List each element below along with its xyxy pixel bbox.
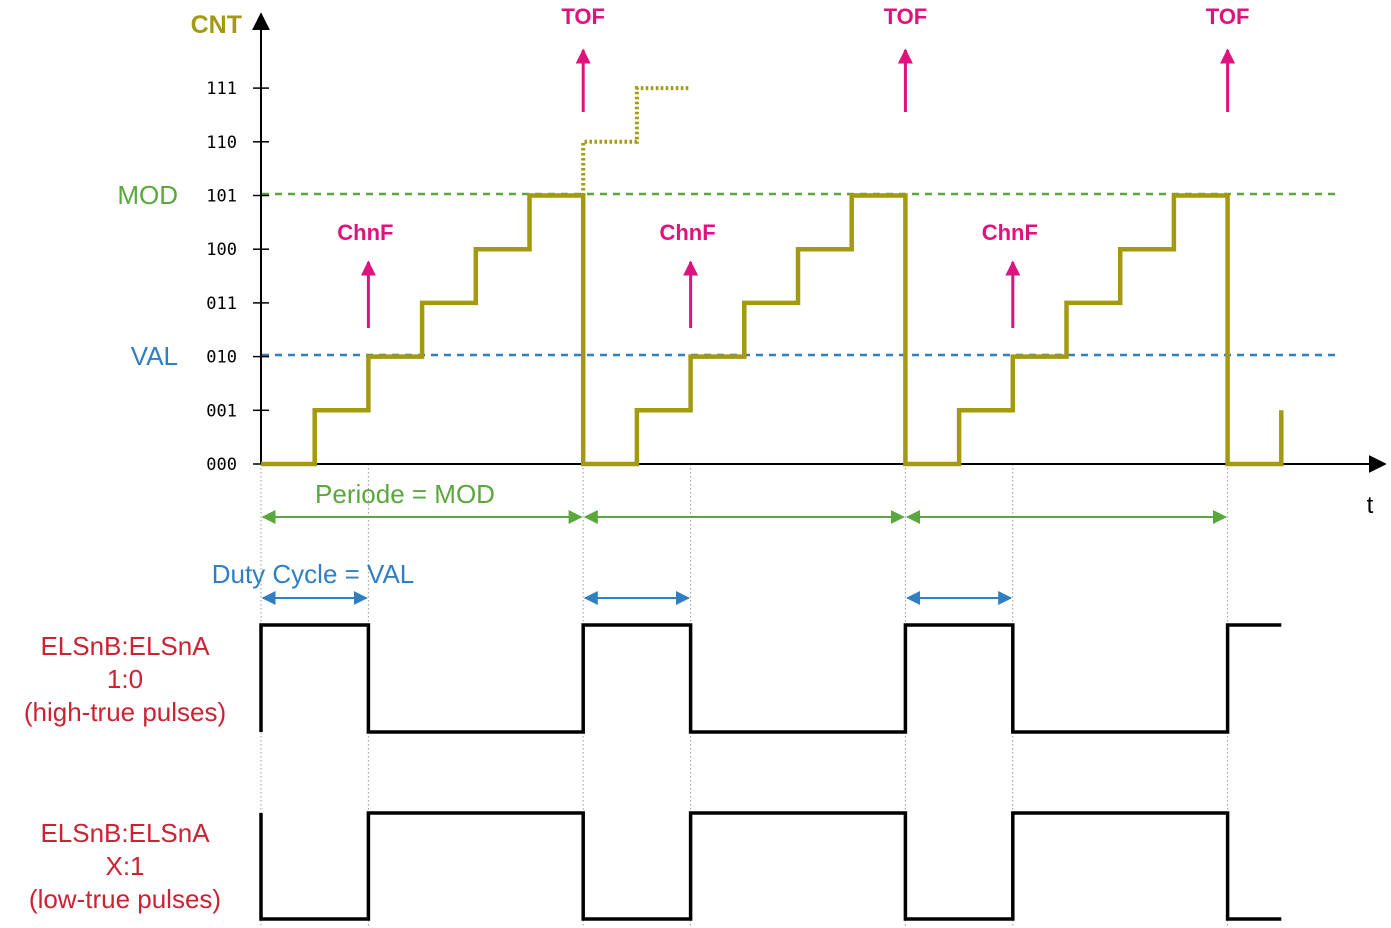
counter-staircase (261, 193, 1284, 467)
y-tick-label: 111 (206, 79, 237, 99)
y-tick-label: 110 (206, 133, 237, 153)
y-tick-label: 011 (206, 294, 237, 314)
high-true-label-line1: ELSnB:ELSnA (40, 631, 210, 661)
high-true-signal (259, 623, 1282, 734)
low-true-signal (259, 811, 1282, 921)
y-tick-label: 001 (206, 401, 237, 421)
val-label: VAL (131, 341, 178, 371)
y-tick-label: 010 (206, 348, 237, 368)
x-axis-title: t (1367, 492, 1374, 519)
chnf-label: ChnF (982, 220, 1038, 245)
event-markers: TOF TOF TOF ChnF ChnF ChnF (337, 4, 1249, 328)
y-tick-label: 000 (206, 455, 237, 475)
y-axis-title: CNT (191, 11, 242, 39)
low-true-label-line2: X:1 (105, 851, 144, 881)
low-true-label-line1: ELSnB:ELSnA (40, 818, 210, 848)
tof-label: TOF (884, 4, 928, 29)
tof-label: TOF (561, 4, 605, 29)
counter-overflow-dotted (581, 86, 691, 196)
chnf-label: ChnF (337, 220, 393, 245)
period-label: Periode = MOD (315, 479, 495, 509)
y-tick-group: 000 001 010 011 100 101 110 111 (206, 79, 269, 475)
high-true-label-line2: 1:0 (107, 664, 143, 694)
low-true-label-line3: (low-true pulses) (29, 884, 221, 914)
timing-guide-lines (260, 464, 1229, 926)
duty-label: Duty Cycle = VAL (212, 559, 415, 589)
tof-label: TOF (1206, 4, 1250, 29)
high-true-label-line3: (high-true pulses) (24, 697, 226, 727)
span-arrows (261, 510, 1227, 605)
y-tick-label: 100 (206, 240, 237, 260)
chnf-label: ChnF (659, 220, 715, 245)
y-tick-label: 101 (206, 187, 237, 207)
mod-label: MOD (117, 180, 178, 210)
